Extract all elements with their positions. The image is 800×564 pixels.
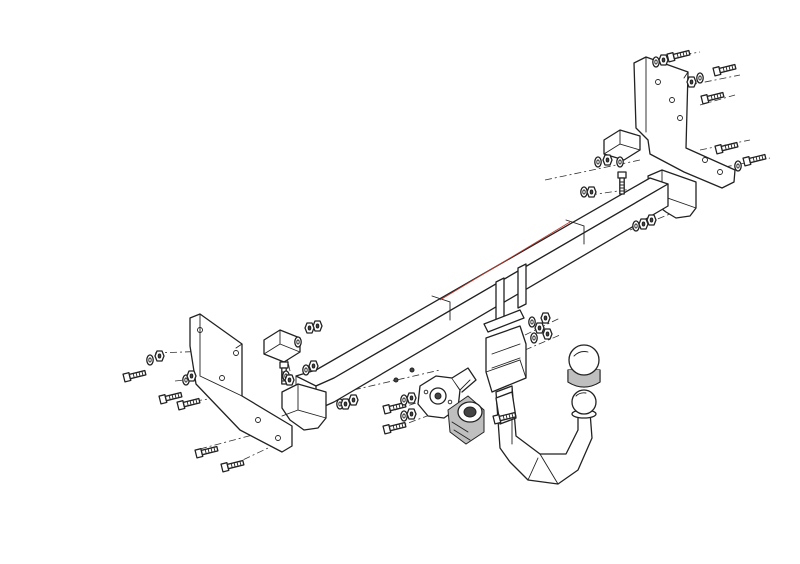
tow-ball [571,389,597,419]
bolt [666,48,691,63]
bolt [122,368,147,383]
socket-plate [417,367,477,419]
right-angle-bracket [603,129,641,161]
socket-screws [393,367,415,383]
bolt [712,62,737,77]
right-mounting-plate [633,56,736,189]
bolt [382,420,407,435]
bolt [742,152,767,167]
bolt [220,458,245,473]
bolt [714,140,739,155]
bolt [176,396,201,411]
bolt [194,444,219,459]
left-angle-bracket [263,329,301,363]
ball-cover [567,344,601,388]
crossbar [295,177,669,411]
bolt [617,171,627,195]
center-bracket [483,263,527,393]
electrical-socket [447,395,485,445]
bolt [700,90,725,105]
left-side-bracket [281,383,327,431]
